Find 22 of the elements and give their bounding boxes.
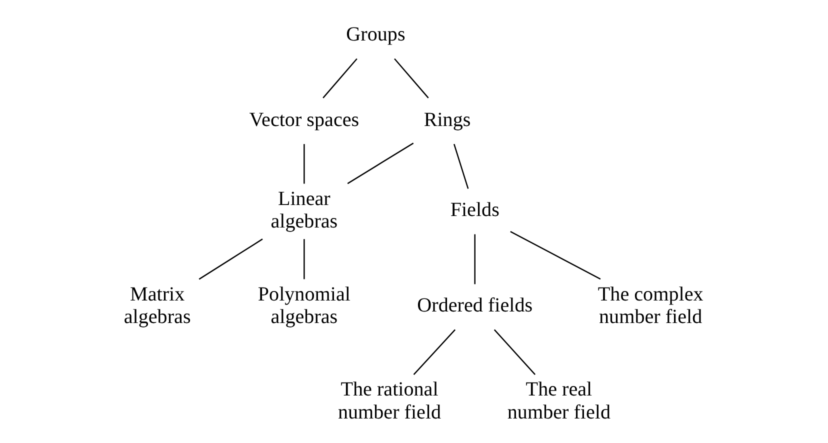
node-text: The rational number field (338, 378, 442, 424)
connector (510, 230, 601, 280)
node-text: The complex number field (598, 283, 704, 328)
node-text: Matrix algebras (124, 283, 191, 328)
node-text: Fields (450, 199, 500, 222)
connector (198, 238, 263, 280)
node-text: The real number field (507, 378, 611, 424)
connector (304, 239, 305, 280)
node-text: Rings (424, 108, 471, 131)
connector (322, 58, 358, 98)
connector (394, 58, 429, 98)
node-text: Polynomial algebras (258, 283, 350, 328)
node-text: Ordered fields (417, 294, 533, 317)
connector (494, 329, 536, 376)
connector (413, 329, 456, 376)
node-text: Groups (346, 24, 406, 46)
connector (304, 144, 305, 184)
connector (347, 142, 414, 184)
node-text: Vector spaces (249, 108, 360, 131)
connector (454, 144, 469, 189)
connector (474, 234, 476, 284)
node-text: Linear algebras (270, 188, 338, 233)
